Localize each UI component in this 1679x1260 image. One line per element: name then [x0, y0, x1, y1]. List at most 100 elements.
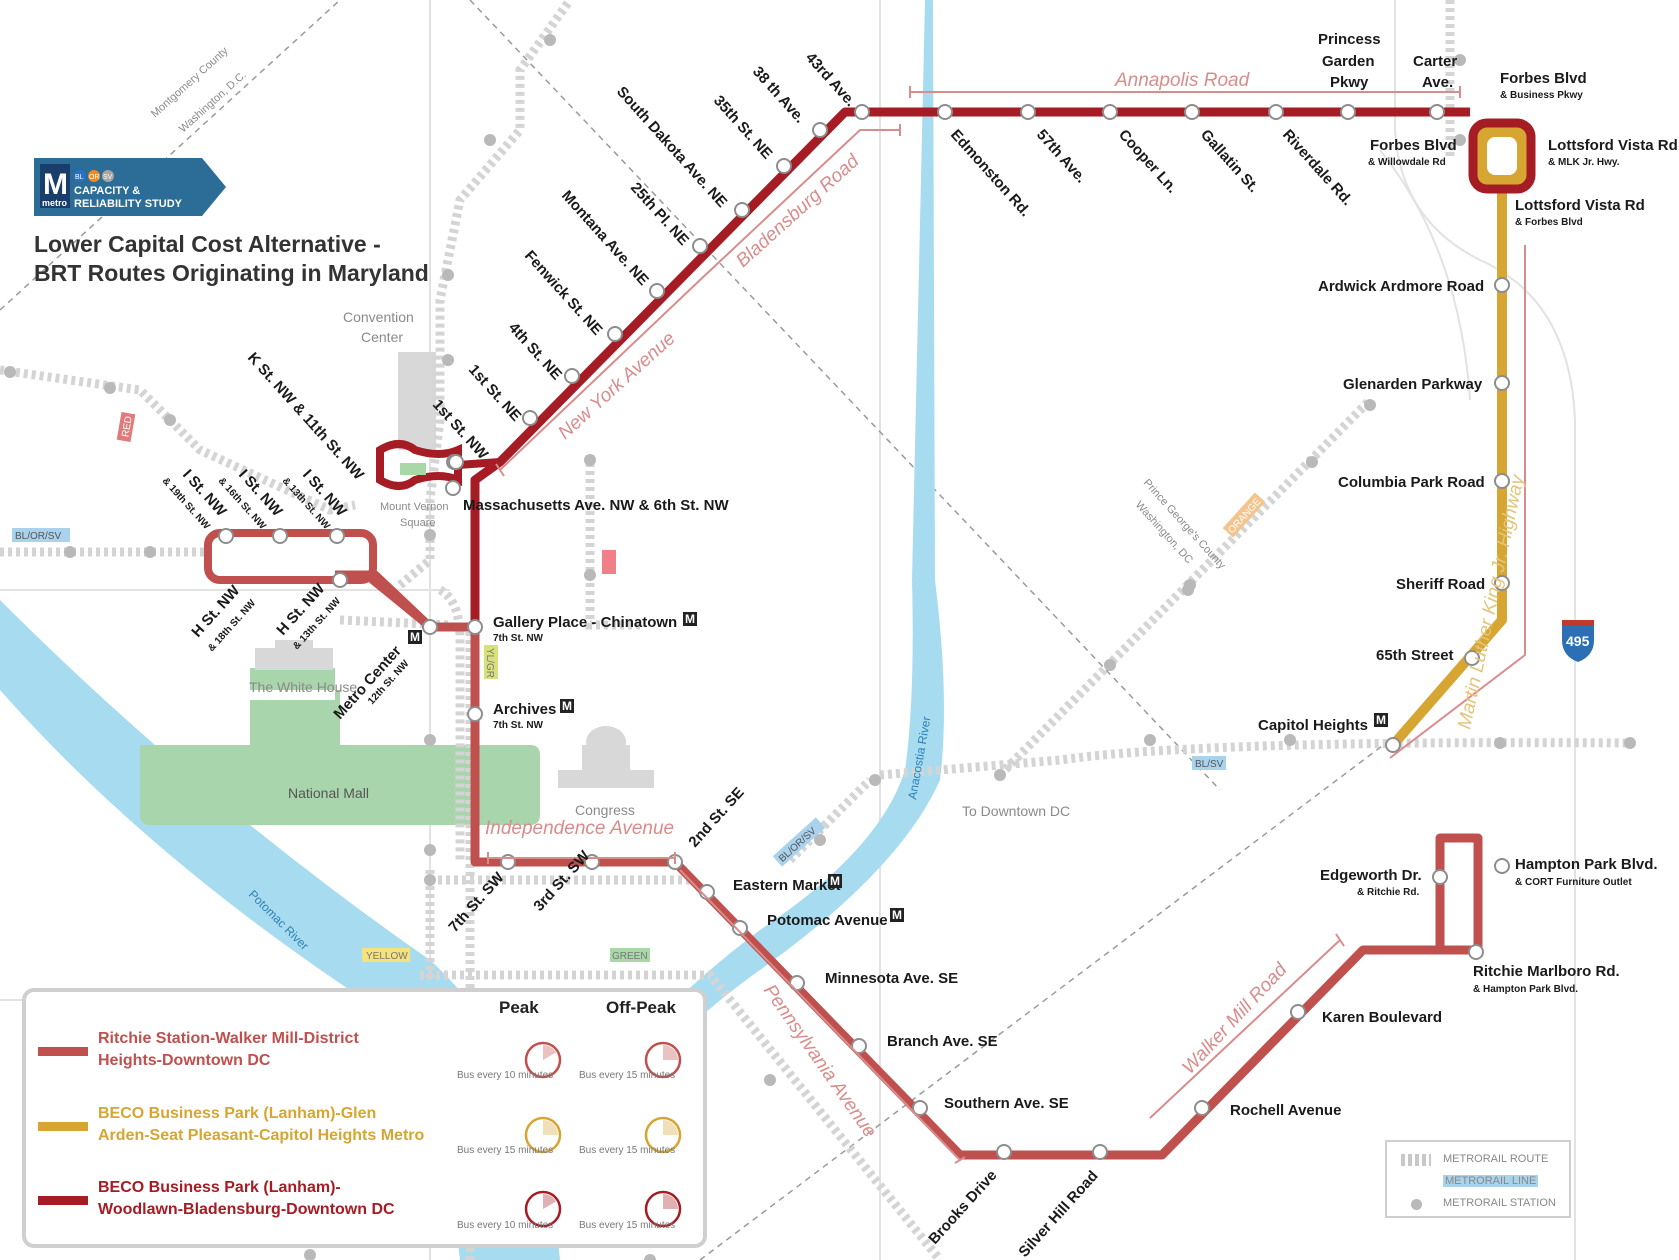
- label-annapolis-1: 57th Ave.: [1033, 126, 1090, 186]
- label-h-st-1: H St. NW: [273, 580, 329, 639]
- label-woodlawn-4: 25th Pl. NE: [627, 179, 692, 249]
- stop-edgeworth: [1432, 869, 1448, 885]
- legend-ritchie-offpeak: Bus every 15 minutes: [579, 1070, 676, 1081]
- metro-station-icon: [683, 612, 697, 626]
- stop-glenarden: [1494, 375, 1510, 391]
- frequency-clock: [524, 1041, 562, 1079]
- tag-yl-gr: YL/GR: [484, 648, 495, 678]
- label-eastern-market: Eastern Market: [733, 877, 841, 894]
- tag-yellow: YELLOW: [366, 951, 408, 962]
- label-mlk-2: Columbia Park Road: [1338, 474, 1485, 491]
- label-forbes-willowdale: Forbes Blvd: [1370, 137, 1457, 154]
- frequency-clock-gold: [524, 1116, 562, 1154]
- svg-text:BL: BL: [75, 174, 84, 181]
- metro-station-icon: [890, 908, 904, 922]
- label-hampton: Hampton Park Blvd.: [1515, 856, 1658, 873]
- legend-ritchie-line-2: Heights-Downtown DC: [98, 1052, 271, 1069]
- label-lottsford-forbes-sub: & Forbes Blvd: [1515, 217, 1583, 228]
- label-woodlawn-0: 43rd Ave.: [802, 49, 859, 110]
- convention-center-building: [398, 352, 436, 450]
- metro-station-icon: [408, 630, 422, 644]
- route-legend: Peak Off-Peak Ritchie Station-Walker Mil…: [22, 988, 707, 1248]
- label-karen: Karen Boulevard: [1322, 1009, 1442, 1026]
- svg-text:metro: metro: [42, 198, 68, 208]
- label-woodlawn-10: K St. NW & 11th St. NW: [244, 349, 368, 484]
- frequency-clock-gold: [644, 1116, 682, 1154]
- label-princess-3: Pkwy: [1330, 74, 1369, 91]
- stop-cooper: [1102, 104, 1118, 120]
- stop-riverdale: [1268, 104, 1284, 120]
- white-house-icon: [255, 640, 333, 670]
- label-minnesota: Minnesota Ave. SE: [825, 970, 958, 987]
- map-title-line-1: Lower Capital Cost Alternative -: [34, 231, 381, 257]
- road-mlk: Martin Luther King Jr. Highway: [1454, 472, 1529, 731]
- stop-sheriff: [1494, 575, 1510, 591]
- metro-station-icon-letter: M: [562, 699, 572, 713]
- metro-station-icon-letter: M: [830, 874, 840, 888]
- label-massachusetts: Massachusetts Ave. NW & 6th St. NW: [463, 497, 729, 514]
- to-downtown-label: To Downtown DC: [962, 803, 1070, 819]
- legend-beco-glen-peak: Bus every 15 minutes: [457, 1145, 554, 1156]
- stop-metro-center: [422, 619, 438, 635]
- label-silver-hill: Silver Hill Road: [1015, 1168, 1101, 1260]
- frequency-clock: [524, 1190, 562, 1228]
- stop-1st-nw: [448, 454, 464, 470]
- key-line-label: METRORAIL LINE: [1443, 1175, 1539, 1187]
- label-mlk-1: Glenarden Parkway: [1343, 376, 1483, 393]
- label-mlk-3: Sheriff Road: [1396, 576, 1485, 593]
- brt-stops: [218, 104, 1510, 1160]
- stop-i-16th: [272, 528, 288, 544]
- tag-green: GREEN: [612, 951, 648, 962]
- label-annapolis-3: Gallatin St.: [1197, 126, 1262, 196]
- county-boundaries: [0, 0, 1391, 1260]
- label-branch: Branch Ave. SE: [887, 1033, 998, 1050]
- tag-bl-or-sv-2: BL/OR/SV: [777, 825, 819, 864]
- boundary-md-label-1: Montgomery County: [149, 45, 231, 121]
- metrorail-key: METRORAIL ROUTE METRORAIL LINE METRORAIL…: [1385, 1140, 1571, 1218]
- metro-station-icon: [828, 874, 842, 888]
- legend-peak-header: Peak: [499, 998, 539, 1017]
- key-station-label: METRORAIL STATION: [1443, 1197, 1556, 1209]
- stop-ardwick: [1494, 277, 1510, 293]
- route-beco-woodlawn-mt-vernon-link: [457, 458, 501, 469]
- metro-station-icon: [1374, 713, 1388, 727]
- label-2nd-se: 2nd St. SE: [685, 784, 747, 851]
- legend-swatch-ritchie: [38, 1047, 88, 1056]
- stop-columbia: [1494, 473, 1510, 489]
- metro-station-icon-letter: M: [892, 908, 902, 922]
- label-forbes-business-sub: & Business Pkwy: [1500, 90, 1583, 101]
- label-lottsford-forbes: Lottsford Vista Rd: [1515, 197, 1645, 214]
- metro-station-icon: [560, 699, 574, 713]
- frequency-clocks: [524, 1041, 682, 1228]
- stop-archives: [467, 706, 483, 722]
- route-ritchie-downtown-loop: [204, 529, 377, 584]
- logo-banner: M metro BL OR SV CAPACITY & RELIABILITY …: [34, 158, 226, 216]
- label-forbes-willowdale-sub: & Willowdale Rd: [1368, 157, 1446, 168]
- label-forbes-business: Forbes Blvd: [1500, 70, 1587, 87]
- label-annapolis-0: Edmonston Rd.: [947, 126, 1034, 220]
- label-archives: Archives: [493, 701, 556, 718]
- legend-beco-glen-offpeak: Bus every 15 minutes: [579, 1145, 676, 1156]
- route-beco-woodlawn-mt-vernon-loop: [376, 440, 462, 490]
- label-woodlawn-8: 1st St. NE: [465, 361, 524, 424]
- label-princess-2: Garden: [1322, 53, 1375, 70]
- label-brooks: Brooks Drive: [925, 1167, 1000, 1248]
- key-station-dot: [1411, 1199, 1422, 1210]
- stop-i-19th: [218, 528, 234, 544]
- stop-43rd: [854, 104, 870, 120]
- stop-southern: [912, 1100, 928, 1116]
- label-woodlawn-2: 35th St. NE: [710, 92, 776, 162]
- tag-bl-or-sv: BL/OR/SV: [15, 531, 61, 542]
- route-ritchie-loop-link: [367, 574, 433, 631]
- label-woodlawn-7: 4th St. NE: [505, 319, 565, 383]
- stop-rochell: [1194, 1100, 1210, 1116]
- label-ritchie-marlboro-sub: & Hampton Park Blvd.: [1473, 984, 1578, 995]
- stop-gallery: [467, 619, 483, 635]
- stop-fenwick: [607, 326, 623, 342]
- congress-label: Congress: [575, 802, 635, 818]
- stop-mount-vernon: [445, 480, 461, 496]
- map-title: Lower Capital Cost Alternative - BRT Rou…: [34, 230, 429, 288]
- label-edgeworth-sub: & Ritchie Rd.: [1357, 887, 1419, 898]
- national-mall: [140, 668, 540, 825]
